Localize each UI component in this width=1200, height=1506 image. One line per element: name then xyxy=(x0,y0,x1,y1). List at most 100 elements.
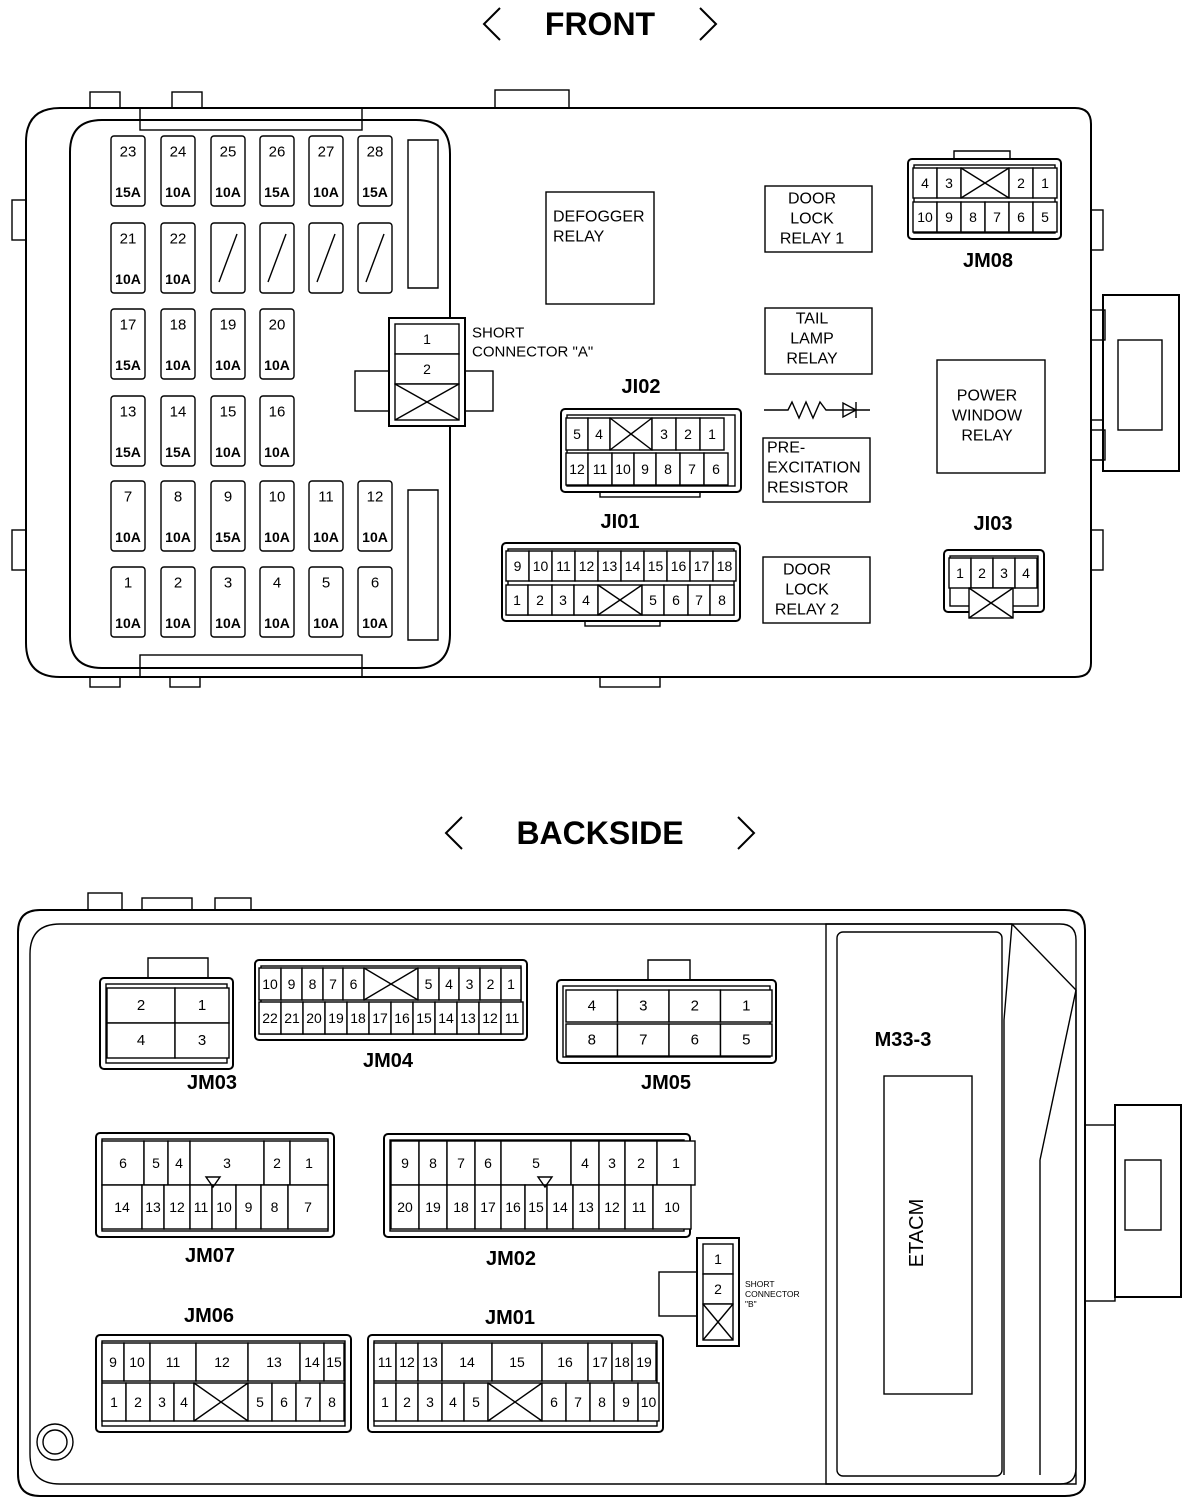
pin-cell xyxy=(675,417,701,451)
fuse-number: 2 xyxy=(174,575,182,592)
connector-name: JI03 xyxy=(974,513,1013,535)
pin-label: 4 xyxy=(137,1032,145,1049)
fuse-number: 3 xyxy=(224,575,232,592)
pin-label: 6 xyxy=(1017,209,1025,225)
module-frame xyxy=(836,931,1003,1477)
fuse-body xyxy=(357,135,393,207)
fuse-body xyxy=(160,308,196,380)
fuse-block-top-rail xyxy=(139,107,363,131)
backside-view-heading-text: BACKSIDE xyxy=(516,815,683,851)
pin-label: 1 xyxy=(742,998,750,1015)
pin-label: 1 xyxy=(708,426,716,442)
pin-label: 14 xyxy=(438,1010,454,1026)
pin-label: 14 xyxy=(552,1199,568,1215)
pin-cell xyxy=(616,989,670,1023)
door-lock-relay-2-label: RELAY 2 xyxy=(775,602,839,619)
fuse-rating: 15A xyxy=(264,184,290,200)
fuse-number: 7 xyxy=(124,489,132,506)
fuse-body xyxy=(357,566,393,638)
pin-label: 15 xyxy=(326,1354,342,1370)
pre-excitation-resistor-label: RESISTOR xyxy=(767,480,849,497)
pin-cell xyxy=(195,1342,249,1382)
fuse-rating: 10A xyxy=(215,184,241,200)
pin-label: 14 xyxy=(304,1354,320,1370)
fuse-body xyxy=(110,395,146,467)
fuse-body xyxy=(308,135,344,207)
pin-label: 15 xyxy=(509,1354,525,1370)
fuse-body xyxy=(160,480,196,552)
fuse-block-bottom-rail xyxy=(139,654,363,678)
fuse-body xyxy=(308,480,344,552)
pin-cell xyxy=(247,1382,273,1422)
pin-cell xyxy=(143,1140,169,1186)
blank-cavity-stroke xyxy=(597,584,643,616)
fuse-body xyxy=(110,135,146,207)
empty-slot-mark xyxy=(365,233,385,283)
connector-latch xyxy=(147,957,209,978)
mounting-hole xyxy=(36,1423,74,1461)
connector-name: JM07 xyxy=(185,1245,235,1267)
pin-label: 11 xyxy=(632,1199,647,1215)
pin-label: 2 xyxy=(691,998,699,1015)
pin-label: 1 xyxy=(672,1155,680,1171)
external-connector-latch xyxy=(1090,429,1106,461)
blank-cavity-stroke xyxy=(960,167,1010,199)
fuse-number: 18 xyxy=(170,317,187,334)
pin-cell xyxy=(101,1382,127,1422)
fuse-rating: 10A xyxy=(165,529,191,545)
pin-cell xyxy=(417,1382,443,1422)
pin-label: 14 xyxy=(459,1354,475,1370)
right-angle-bracket xyxy=(699,7,718,41)
pin-cell xyxy=(474,1140,502,1186)
external-connector-mount xyxy=(1084,1124,1116,1302)
tail-lamp-relay-label: RELAY xyxy=(786,351,838,368)
pin-label: 2 xyxy=(137,997,145,1014)
pin-label: 6 xyxy=(280,1394,288,1410)
fuse-number: 11 xyxy=(318,489,334,506)
mounting-tab xyxy=(214,897,252,911)
pin-cell xyxy=(101,1140,145,1186)
left-angle-bracket xyxy=(482,7,501,41)
pin-label: 3 xyxy=(198,1032,206,1049)
pin-label: 5 xyxy=(472,1394,480,1410)
pin-cell xyxy=(703,452,729,486)
blank-cavity-stroke xyxy=(193,1382,249,1422)
pin-cell xyxy=(235,1184,262,1230)
fuse-body xyxy=(160,395,196,467)
pin-label: 9 xyxy=(945,209,953,225)
pin-label: 8 xyxy=(718,592,726,608)
pin-label: 3 xyxy=(660,426,668,442)
fuse-block-divider xyxy=(407,139,439,289)
pin-cell xyxy=(174,987,230,1024)
pin-label: 20 xyxy=(397,1199,413,1215)
fuse-number: 25 xyxy=(220,144,237,161)
fuse-body xyxy=(259,566,295,638)
fuse-rating: 10A xyxy=(362,615,388,631)
pin-cell xyxy=(719,1023,773,1057)
short-connector-b-label: "B" xyxy=(745,1299,757,1309)
pin-cell xyxy=(446,1184,476,1230)
pin-cell xyxy=(598,1140,626,1186)
pin-label: 1 xyxy=(110,1394,118,1410)
pin-label: 10 xyxy=(533,558,549,574)
pin-cell xyxy=(500,1140,572,1186)
pin-label: 12 xyxy=(399,1354,415,1370)
pin-label: 16 xyxy=(505,1199,521,1215)
door-lock-relay-2-label: DOOR xyxy=(783,562,831,579)
pin-label: 10 xyxy=(262,976,278,992)
pin-cell xyxy=(679,452,705,486)
tail-lamp-relay-body xyxy=(764,307,873,375)
pin-label: 11 xyxy=(556,558,571,574)
pin-label: 1 xyxy=(513,592,521,608)
